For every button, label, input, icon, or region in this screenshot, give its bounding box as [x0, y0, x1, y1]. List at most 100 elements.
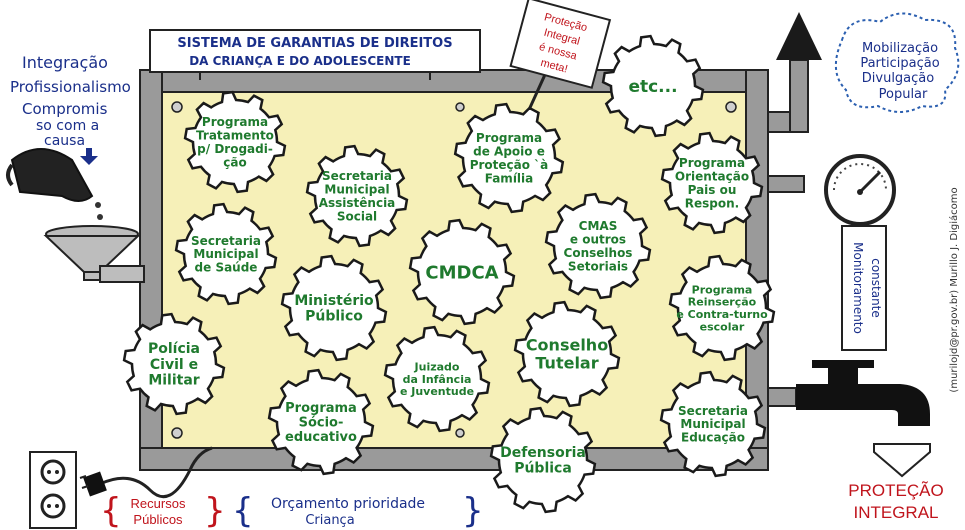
gear-label: e Juventude — [400, 385, 474, 398]
output-line2: INTEGRAL — [853, 503, 938, 522]
gear-label: ção — [223, 155, 246, 169]
gear-label: Tutelar — [535, 354, 598, 373]
label-compromisso-3: causa — [44, 133, 85, 149]
gear-etc: etc... — [601, 34, 705, 138]
output-line1: PROTEÇÃO — [848, 481, 943, 500]
goal-sign: Proteção Integral é nossa meta! — [509, 0, 612, 113]
gear-shape — [601, 34, 705, 138]
gear-shape — [267, 368, 375, 476]
gear-label: Pública — [514, 461, 572, 477]
recursos-line2: Públicos — [133, 512, 183, 527]
power-outlet-icon — [29, 451, 77, 529]
gauge-icon — [767, 154, 896, 226]
gear-label: Secretaria — [678, 404, 748, 418]
label-profissionalismo: Profissionalismo — [10, 78, 131, 96]
gear-label: Pais ou — [688, 183, 737, 197]
gear-label: Polícia — [148, 341, 200, 357]
down-arrow-icon — [80, 148, 98, 165]
gear-label: Militar — [148, 373, 199, 389]
gear-shape — [383, 325, 491, 433]
label-compromisso-2: so com a — [36, 118, 99, 134]
header-title-line2: DA CRIANÇA E DO ADOLESCENTE — [189, 54, 411, 68]
gear-label: Respon. — [685, 196, 739, 210]
plug-cable-icon — [79, 446, 213, 499]
gear-shape — [544, 192, 652, 300]
gear-label: CMDCA — [425, 262, 498, 283]
gear-label: da Infância — [403, 373, 472, 386]
gear-label: p/ Drogadi- — [197, 142, 273, 156]
gear-label: Tratamento — [196, 129, 274, 143]
credit-text: (murilojd@pr.gov.br) Murillo J. Digiácom… — [948, 187, 960, 392]
gear-label: Assistência — [319, 196, 396, 210]
monitoring-label: Monitoramento constante — [841, 225, 887, 351]
gear-label: Sócio- — [299, 416, 344, 431]
gear-label: Municipal — [680, 417, 745, 431]
gear-shape — [660, 131, 764, 235]
gear-shape — [659, 370, 767, 478]
gear-label: Juizado — [414, 361, 460, 374]
monitoring-line2: constante — [869, 258, 883, 318]
drops-icon — [95, 202, 103, 220]
jug-icon — [6, 148, 94, 202]
gear-shape — [280, 254, 388, 362]
gear-label: Ministério — [294, 293, 374, 309]
gear-label: Municipal — [193, 247, 258, 261]
cloud-line2: Participação — [860, 56, 939, 71]
gear-label: Reinserção — [688, 296, 757, 309]
gear-label: Municipal — [324, 183, 389, 197]
gear-shape — [305, 144, 409, 248]
gear-shape — [513, 300, 621, 408]
orcamento-line1: Orçamento prioridade — [271, 496, 425, 512]
output-arrow-icon — [873, 443, 931, 478]
orcamento-brace-left: { — [232, 491, 254, 530]
orcamento-brace-right: } — [462, 491, 484, 530]
mobilization-cloud: Mobilização Participação Divulgação Popu… — [835, 12, 960, 113]
gear-label: Orientação — [675, 170, 749, 184]
funnel-icon — [43, 225, 145, 283]
gear-label: Programa — [679, 156, 745, 170]
recursos-line1: Recursos — [131, 496, 186, 511]
cloud-line1: Mobilização — [862, 41, 938, 56]
gear-label: Secretaria — [322, 169, 392, 183]
gear-shape — [122, 312, 226, 416]
gear-label: Proteção `à — [470, 158, 549, 172]
orcamento-line2: Criança — [305, 513, 354, 528]
gear-label: Programa — [692, 283, 753, 296]
gear-shape — [183, 90, 287, 194]
label-integracao: Integração — [22, 53, 108, 72]
gear-label: Civil e — [150, 357, 198, 373]
gear-label: Defensoria — [500, 445, 586, 461]
gear-label: Conselho — [526, 336, 608, 355]
gear-label: de Apoio e — [473, 145, 545, 159]
faucet-icon — [767, 360, 930, 426]
gear-label: e outros — [570, 233, 626, 247]
gear-label: Programa — [202, 115, 268, 129]
gear-label: Família — [485, 171, 534, 185]
cloud-line4: Popular — [879, 87, 928, 102]
gear-label: Público — [305, 309, 363, 325]
gear-label: Setoriais — [568, 259, 628, 273]
up-arrow-icon — [776, 12, 822, 60]
gear-shape — [174, 202, 278, 306]
gear-label: educativo — [285, 430, 357, 445]
recursos-brace-right: } — [204, 491, 226, 530]
gear-label: etc... — [628, 77, 677, 97]
monitoring-line1: Monitoramento — [851, 242, 865, 334]
gear-label: Programa — [476, 131, 542, 145]
gear-shape — [489, 406, 597, 514]
